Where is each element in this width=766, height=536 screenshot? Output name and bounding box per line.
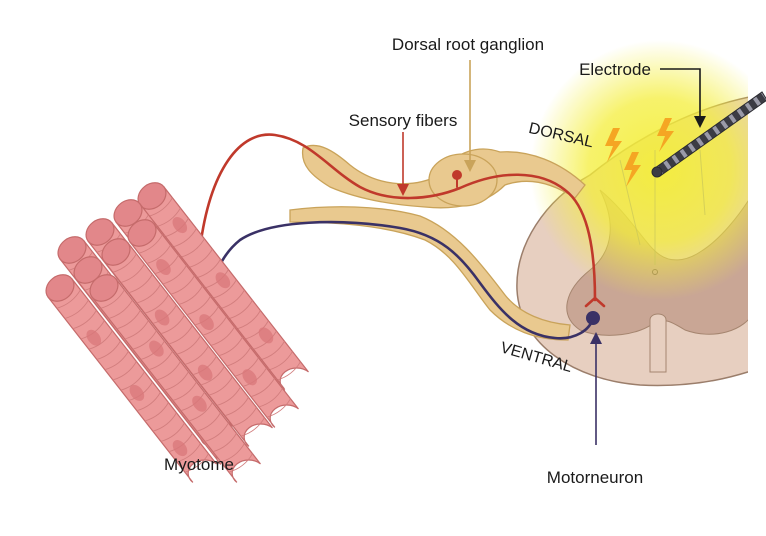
lightning-icon (605, 118, 674, 187)
motorneuron-soma (586, 311, 600, 325)
electrode (651, 91, 766, 178)
muscle-fiber (127, 219, 299, 428)
muscle-fiber (45, 274, 217, 483)
dorsal-root-ganglion-body (428, 153, 498, 207)
label-motorneuron: Motorneuron (547, 468, 643, 487)
central-fissure-fill (649, 313, 667, 373)
electrode-tip (651, 166, 663, 178)
muscle-fiber (89, 274, 261, 483)
pointer-electrode (660, 68, 706, 128)
pointer-motorneuron (590, 332, 602, 445)
label-dorsal-root-ganglion: Dorsal root ganglion (392, 35, 544, 54)
sensory-synapse-terminal (584, 296, 606, 308)
label-electrode: Electrode (579, 60, 651, 79)
label-myotome: Myotome (164, 455, 234, 474)
muscle-fiber (137, 182, 309, 391)
pointer-sensory-fibers (397, 132, 409, 196)
stimulation-glow (530, 40, 748, 300)
myotome-muscle-bundle (45, 182, 309, 483)
sensory-neuron-soma (452, 170, 462, 180)
muscle-fiber (101, 238, 273, 447)
label-sensory-fibers: Sensory fibers (349, 111, 458, 130)
pointer-dorsal-root-ganglion (464, 60, 476, 172)
spinal-cord (516, 40, 748, 387)
motor-fiber (210, 220, 595, 340)
